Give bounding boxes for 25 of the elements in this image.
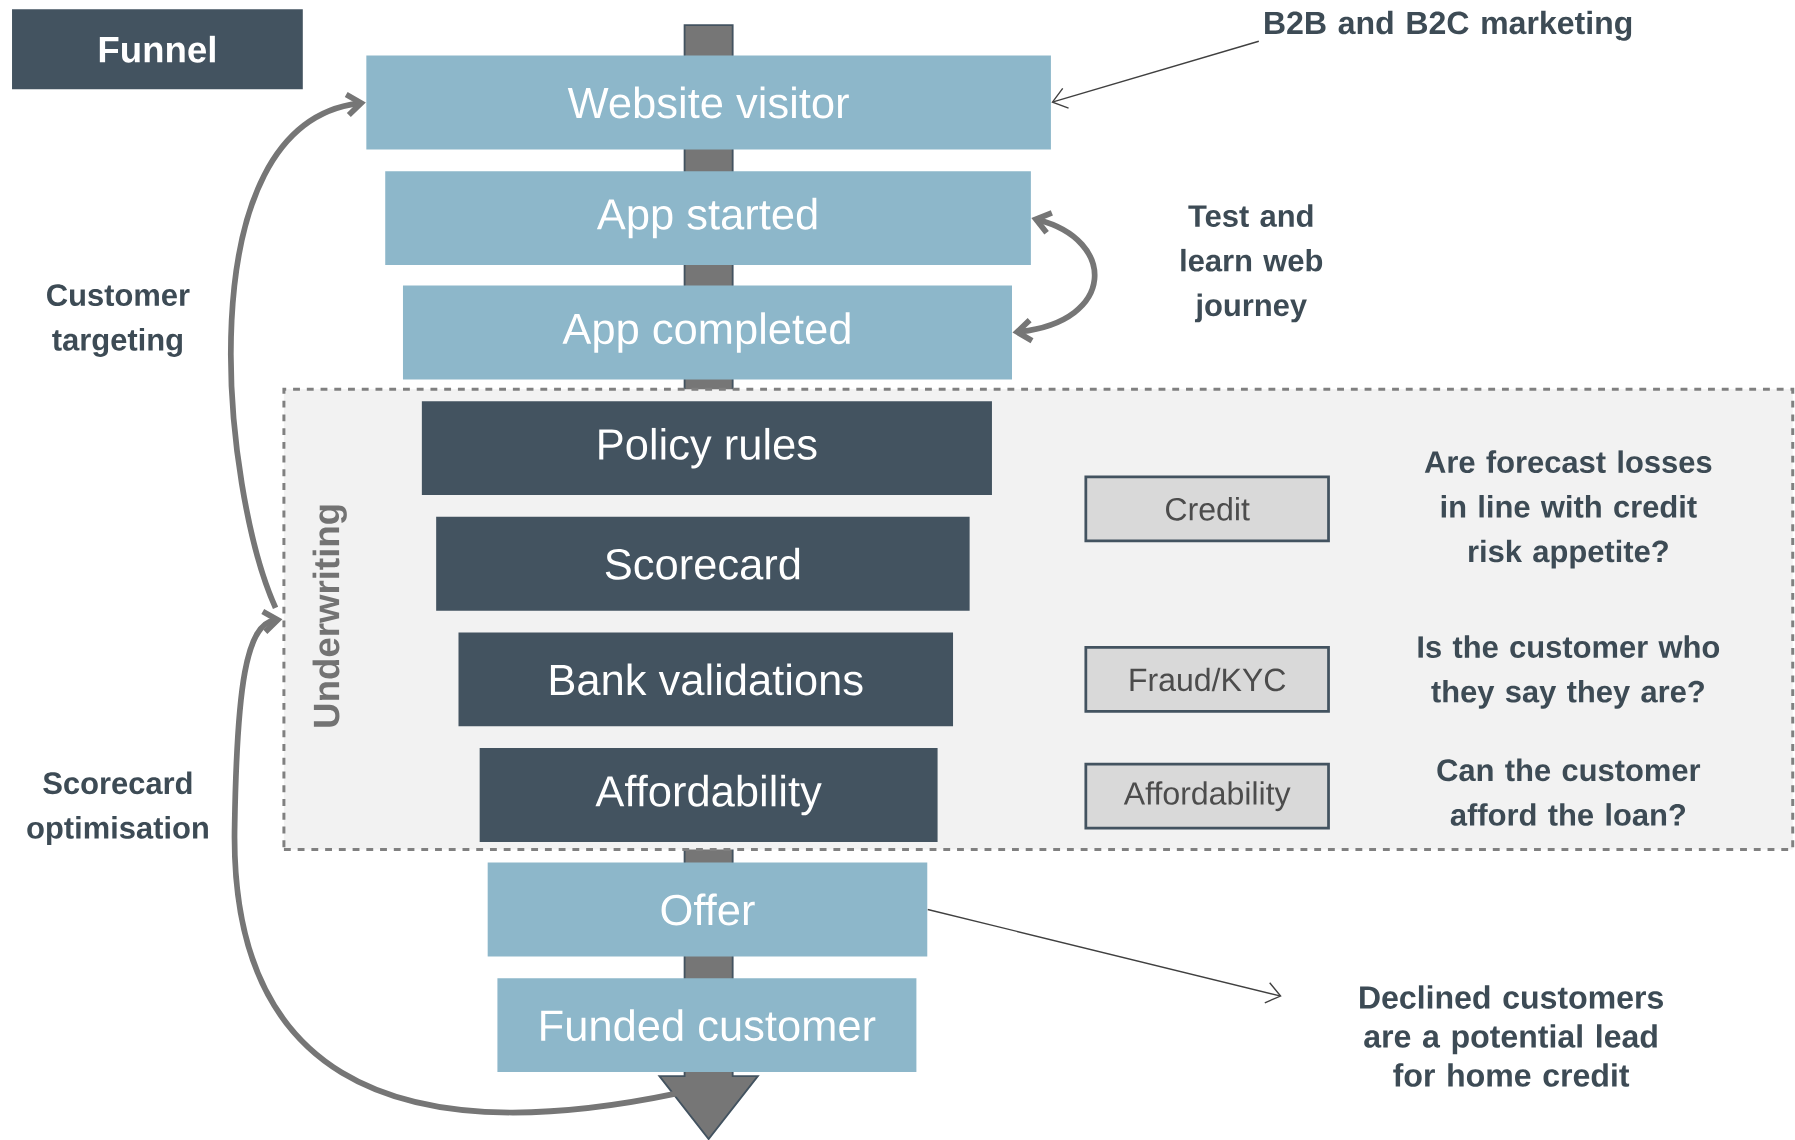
annotation-text: Test and learn web journey: [1181, 204, 1323, 323]
annotation-text: Declined customers are a potential lead for home credit: [1360, 985, 1663, 1087]
funnel-stage-box: Website visitor: [366, 55, 1051, 150]
annotation-text: Customer targeting: [47, 284, 190, 357]
curved-arrow: [1012, 210, 1098, 344]
question-text: Can the customer afford the loan?: [1437, 758, 1701, 826]
arrow: [927, 908, 1282, 1004]
funnel-stage-box: Scorecard: [436, 516, 970, 611]
arrow: [1051, 40, 1260, 109]
check-box: Affordability: [1084, 762, 1330, 830]
annotation-text: Scorecard optimisation: [27, 771, 208, 845]
funnel-stage-box: App started: [385, 171, 1031, 265]
check-box: Credit: [1084, 475, 1330, 543]
funnel-stage-box: Offer: [487, 862, 928, 957]
question-text: Are forecast losses in line with credit risk appetite?: [1424, 450, 1712, 569]
curved-arrow: [228, 92, 366, 609]
funnel-stage-box: App completed: [402, 285, 1012, 380]
check-box: Fraud/KYC: [1084, 645, 1330, 713]
funnel-stage-box: Policy rules: [421, 401, 992, 495]
funnel-stage-box: Bank validations: [458, 632, 954, 727]
question-text: Is the customer who they say they are?: [1418, 635, 1720, 709]
annotation-text: B2B and B2C marketing: [1265, 10, 1632, 41]
title-box: Funnel: [12, 9, 303, 90]
funnel-stage-box: Funded customer: [497, 978, 917, 1072]
funnel-stage-box: Affordability: [479, 748, 938, 842]
